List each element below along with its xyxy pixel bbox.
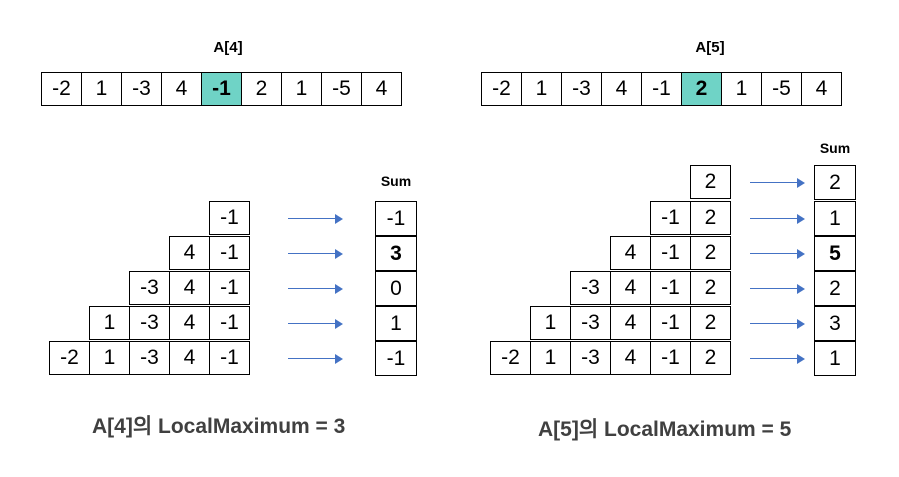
subarray-cell: -3	[570, 271, 611, 305]
left-title: A[4]	[213, 39, 243, 56]
right-arrow-icon	[750, 354, 805, 364]
array-cell: -5	[761, 72, 802, 106]
array-cell: 4	[161, 72, 202, 106]
array-cell: -2	[41, 72, 82, 106]
right-caption: A[5]의 LocalMaximum = 5	[538, 418, 792, 441]
subarray-row: -1	[209, 201, 250, 235]
right-arrow-icon	[288, 214, 343, 224]
subarray-cell: -2	[49, 341, 90, 375]
subarray-cell: -2	[490, 341, 531, 375]
array-cell: -1	[201, 72, 242, 106]
array-cell: -3	[561, 72, 602, 106]
array-cell: 1	[281, 72, 322, 106]
subarray-cell: 4	[169, 236, 210, 270]
subarray-cell: -3	[129, 306, 170, 340]
subarray-cell: -3	[570, 341, 611, 375]
subarray-row: 4-1	[169, 236, 250, 270]
subarray-cell: -1	[650, 341, 691, 375]
subarray-cell: 2	[690, 271, 731, 305]
right-sum-label: Sum	[819, 140, 851, 156]
sum-cell: -1	[375, 201, 417, 236]
array-cell: 2	[241, 72, 282, 106]
right-arrow-icon	[750, 284, 805, 294]
array-cell: -3	[121, 72, 162, 106]
sum-cell: 2	[814, 271, 856, 306]
subarray-cell: 2	[690, 201, 731, 235]
array-cell: -2	[481, 72, 522, 106]
array-cell: 1	[81, 72, 122, 106]
right-arrow-icon	[288, 319, 343, 329]
sum-cell: 0	[375, 271, 417, 306]
right-arrow-icon	[750, 249, 805, 259]
sum-cell: 3	[814, 306, 856, 341]
max-sum-cell: 3	[375, 236, 417, 271]
max-sum-cell: 5	[814, 236, 856, 271]
subarray-cell: -3	[129, 341, 170, 375]
subarray-cell: 1	[530, 341, 571, 375]
right-title: A[5]	[695, 39, 725, 56]
subarray-cell: -1	[650, 236, 691, 270]
subarray-cell: 1	[89, 306, 130, 340]
subarray-cell: -1	[650, 306, 691, 340]
array-cell: 4	[801, 72, 842, 106]
array-cell: -1	[641, 72, 682, 106]
subarray-cell: 4	[169, 271, 210, 305]
subarray-cell: -1	[650, 271, 691, 305]
array-cell: 1	[721, 72, 762, 106]
right-arrow-icon	[288, 354, 343, 364]
subarray-cell: 2	[690, 165, 731, 199]
subarray-cell: 4	[610, 271, 651, 305]
subarray-cell: -3	[129, 271, 170, 305]
subarray-cell: 1	[89, 341, 130, 375]
subarray-cell: 4	[169, 341, 210, 375]
subarray-cell: 4	[169, 306, 210, 340]
array-cell: 4	[361, 72, 402, 106]
subarray-cell: 1	[530, 306, 571, 340]
array-cell: -5	[321, 72, 362, 106]
array-cell: 4	[601, 72, 642, 106]
sum-cell: 2	[814, 165, 856, 200]
subarray-cell: 4	[610, 306, 651, 340]
subarray-cell: -3	[570, 306, 611, 340]
subarray-cell: 2	[690, 236, 731, 270]
sum-cell: 1	[814, 341, 856, 376]
subarray-cell: -1	[650, 201, 691, 235]
subarray-cell: 4	[610, 341, 651, 375]
sum-cell: 1	[814, 201, 856, 236]
sum-cell: -1	[375, 341, 417, 376]
subarray-cell: -1	[209, 341, 250, 375]
right-arrow-icon	[288, 249, 343, 259]
subarray-cell: -1	[209, 236, 250, 270]
subarray-cell: 2	[690, 306, 731, 340]
array-cell: 1	[521, 72, 562, 106]
left-sum-label: Sum	[380, 173, 412, 189]
right-arrow-icon	[750, 214, 805, 224]
subarray-cell: 2	[690, 341, 731, 375]
subarray-cell: -1	[209, 201, 250, 235]
right-arrow-icon	[288, 284, 343, 294]
left-caption: A[4]의 LocalMaximum = 3	[92, 415, 346, 438]
subarray-cell: -1	[209, 306, 250, 340]
subarray-cell: 4	[610, 236, 651, 270]
right-arrow-icon	[750, 178, 805, 188]
subarray-row: 2	[690, 165, 731, 199]
array-cell: 2	[681, 72, 722, 106]
subarray-cell: -1	[209, 271, 250, 305]
right-arrow-icon	[750, 319, 805, 329]
sum-cell: 1	[375, 306, 417, 341]
